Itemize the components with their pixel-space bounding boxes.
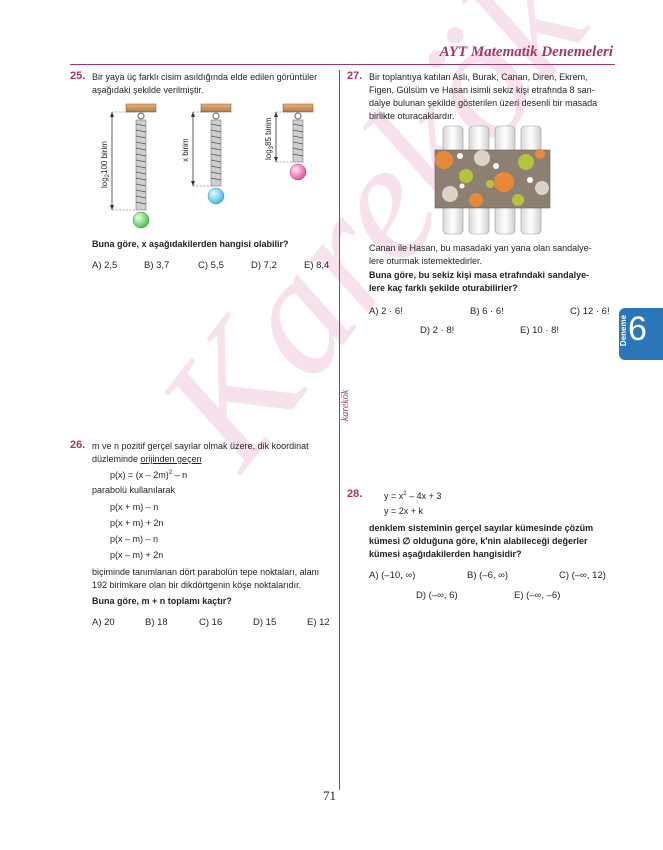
q28-option-d: D) (–∞, 6) bbox=[416, 590, 458, 601]
q28-option-a: A) (–10, ∞) bbox=[369, 570, 416, 581]
q26-eq-main: p(x) = (x – 2m)2 – n bbox=[110, 470, 188, 480]
q25-option-d: D) 7,2 bbox=[251, 260, 277, 271]
q26-line-4: biçiminde tanımlanan dört parabolün tepe… bbox=[92, 567, 320, 577]
q26-line-1: m ve n pozitif gerçel sayılar olmak üzer… bbox=[92, 441, 309, 451]
chairs-bottom bbox=[442, 201, 542, 235]
q27-number: 27. bbox=[347, 70, 363, 82]
q26-eq-3: p(x – m) – n bbox=[110, 534, 159, 544]
spring-1-label: log2100 birim bbox=[100, 141, 111, 188]
q27-line-3: dalye bulunan şekilde gösterilen üzeri d… bbox=[369, 98, 598, 108]
q27-option-b: B) 6 · 6! bbox=[470, 306, 504, 317]
q26-option-a: A) 20 bbox=[92, 617, 115, 628]
spring-1 bbox=[110, 103, 157, 229]
springs-figure: log2100 birim x birim log385 birim bbox=[100, 103, 314, 229]
q25-option-e: E) 8,4 bbox=[304, 260, 330, 271]
q25-text-1: Bir yaya üç farklı cisim asıldığında eld… bbox=[92, 72, 318, 82]
q28-option-c: C) (–∞, 12) bbox=[559, 570, 606, 581]
q27-line-4: birlikte oturacaklardır. bbox=[369, 111, 455, 121]
page-number: 71 bbox=[323, 788, 336, 803]
q28-question-3: kümesi aşağıdakilerden hangisidir? bbox=[369, 549, 522, 559]
q27-option-d: D) 2 · 8! bbox=[420, 325, 455, 336]
spring-3-label: log385 birim bbox=[264, 117, 275, 160]
q28-question-2: kümesi ∅ olduğuna göre, k'nin alabileceğ… bbox=[369, 536, 588, 546]
q28-option-b: B) (–6, ∞) bbox=[467, 570, 509, 581]
q27-line-2: Figen, Gülsüm ve Hasan isimli sekiz kişi… bbox=[369, 85, 595, 95]
column-divider bbox=[339, 70, 340, 790]
q26-question: Buna göre, m + n toplamı kaçtır? bbox=[92, 596, 232, 606]
q27-line-1: Bir toplantıya katılan Aslı, Burak, Cana… bbox=[369, 72, 588, 82]
q25-option-c: C) 5,5 bbox=[198, 260, 224, 271]
spring-2-label: x birim bbox=[181, 138, 190, 162]
header-rule bbox=[70, 64, 615, 65]
deneme-tab-label: Deneme bbox=[619, 314, 629, 347]
q25-text-2: aşağıdaki şekilde verilmiştir. bbox=[92, 85, 204, 95]
deneme-tab bbox=[619, 308, 663, 360]
q28-question-1: denklem sisteminin gerçel sayılar kümesi… bbox=[369, 523, 594, 533]
q26-line-5: 192 birimkare olan bir dikdörtgenin köşe… bbox=[92, 580, 302, 590]
q27-option-c: C) 12 · 6! bbox=[570, 306, 610, 317]
q27-option-a: A) 2 · 6! bbox=[369, 306, 403, 317]
spring-3 bbox=[274, 103, 314, 181]
spring-2 bbox=[191, 103, 232, 205]
q26-option-e: E) 12 bbox=[307, 617, 330, 628]
q26-option-c: C) 16 bbox=[199, 617, 223, 628]
q25-option-a: A) 2,5 bbox=[92, 260, 118, 271]
q25-number: 25. bbox=[70, 70, 86, 82]
q26-line-2: düzleminde orijinden geçen bbox=[92, 454, 202, 464]
q28-number: 28. bbox=[347, 488, 363, 500]
q28-eq-1: y = x2 – 4x + 3 bbox=[384, 491, 442, 501]
deneme-tab-number: 6 bbox=[628, 310, 647, 348]
q28-eq-2: y = 2x + k bbox=[384, 506, 424, 516]
q27-question-1: Buna göre, bu sekiz kişi masa etrafındak… bbox=[369, 270, 590, 280]
q26-option-d: D) 15 bbox=[253, 617, 277, 628]
header-title: AYT Matematik Denemeleri bbox=[439, 44, 613, 60]
column-label: karekök bbox=[340, 389, 352, 422]
q26-number: 26. bbox=[70, 439, 86, 451]
q26-eq-2: p(x + m) + 2n bbox=[110, 518, 164, 528]
q27-question-2: lere kaç farklı şekilde oturabilirler? bbox=[369, 283, 518, 293]
q25-question: Buna göre, x aşağıdakilerden hangisi ola… bbox=[92, 239, 289, 249]
q26-line-3: parabolü kullanılarak bbox=[92, 485, 176, 495]
table-figure bbox=[434, 125, 551, 235]
q27-option-e: E) 10 · 8! bbox=[520, 325, 560, 336]
patterned-table bbox=[434, 149, 551, 209]
q26-eq-4: p(x – m) + 2n bbox=[110, 550, 164, 560]
q27-after-2: lere oturmak istemektedirler. bbox=[369, 256, 483, 266]
q28-option-e: E) (–∞, –6) bbox=[514, 590, 561, 601]
q25-option-b: B) 3,7 bbox=[144, 260, 170, 271]
q26-eq-1: p(x + m) – n bbox=[110, 502, 159, 512]
q26-option-b: B) 18 bbox=[145, 617, 168, 628]
q27-after-1: Canan ile Hasan, bu masadaki yan yana ol… bbox=[369, 243, 592, 253]
